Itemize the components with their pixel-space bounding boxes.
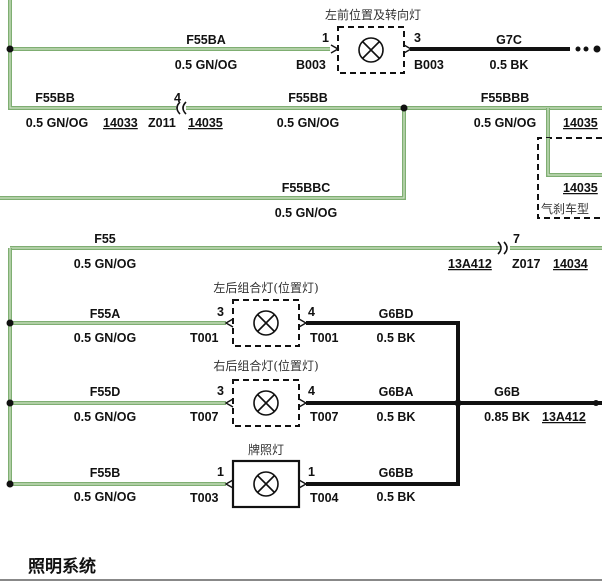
right-box-code: 14035 [563, 181, 598, 195]
wire-f55bb-left-code: 14033 [103, 116, 138, 130]
green-wires [0, 0, 602, 486]
wire-f55bbc-name: F55BBC [282, 181, 331, 195]
front-lamp-pin-out: 3 [414, 31, 421, 45]
labels: 左前位置及转向灯 1 3 B003 B003 F55BA 0.5 GN/OG G… [26, 7, 598, 577]
rear-left-lamp [224, 299, 308, 347]
front-lamp-pin-in: 1 [322, 31, 329, 45]
wire-f55bbb-code: 14035 [563, 116, 598, 130]
wire-g6bd-spec: 0.5 BK [377, 331, 416, 345]
wire-f55b-spec: 0.5 GN/OG [74, 490, 137, 504]
wire-f55bb-left-name: F55BB [35, 91, 75, 105]
right-box-label: 气刹车型 [541, 201, 589, 216]
front-lamp-conn-out: B003 [414, 58, 444, 72]
plate-lamp-pin-in: 1 [217, 465, 224, 479]
rear-left-lamp-conn-in: T001 [190, 331, 219, 345]
wire-f55a-spec: 0.5 GN/OG [74, 331, 137, 345]
rear-left-lamp-pin-in: 3 [217, 305, 224, 319]
rear-right-lamp-label: 右后组合灯(位置灯) [213, 358, 318, 373]
wire-g6ba-spec: 0.5 BK [377, 410, 416, 424]
rear-right-lamp-conn-in: T007 [190, 410, 219, 424]
junction-dots [6, 45, 599, 488]
wire-f55-code2: 14034 [553, 257, 588, 271]
wire-f55a-name: F55A [90, 307, 121, 321]
wire-f55bb-mid-code: 14035 [188, 116, 223, 130]
wire-f55bbb-name: F55BBB [481, 91, 530, 105]
connector-z011-label: Z011 [148, 116, 176, 130]
rear-right-lamp-conn-out: T007 [310, 410, 339, 424]
wire-g6bd-name: G6BD [379, 307, 414, 321]
wire-f55bb-left-spec: 0.5 GN/OG [26, 116, 89, 130]
wire-g7c-name: G7C [496, 33, 522, 47]
wire-f55d-name: F55D [90, 385, 121, 399]
plate-lamp-conn-in: T003 [190, 491, 219, 505]
wire-g6b-name: G6B [494, 385, 520, 399]
connector-z011-pin: 4 [174, 91, 181, 105]
wire-f55-spec: 0.5 GN/OG [74, 257, 137, 271]
wire-f55bb-mid-name: F55BB [288, 91, 328, 105]
plate-lamp-conn-out: T004 [310, 491, 339, 505]
wire-f55ba-spec: 0.5 GN/OG [175, 58, 238, 72]
page-title: 照明系统 [28, 556, 96, 577]
rear-right-lamp-pin-out: 4 [308, 384, 315, 398]
rear-right-lamp-pin-in: 3 [217, 384, 224, 398]
front-lamp [330, 26, 413, 74]
wire-g6bb-spec: 0.5 BK [377, 490, 416, 504]
rear-right-lamp [224, 379, 308, 427]
wire-f55-code: 13A412 [448, 257, 492, 271]
wire-g6bb-name: G6BB [379, 466, 414, 480]
rear-left-lamp-conn-out: T001 [310, 331, 339, 345]
rear-left-lamp-label: 左后组合灯(位置灯) [213, 280, 318, 295]
wire-f55b-name: F55B [90, 466, 121, 480]
front-lamp-label: 左前位置及转向灯 [325, 7, 421, 22]
wire-f55ba-name: F55BA [186, 33, 226, 47]
wire-f55bbb-spec: 0.5 GN/OG [474, 116, 537, 130]
connector-z017-label: Z017 [512, 257, 541, 271]
wire-f55bbc-spec: 0.5 GN/OG [275, 206, 338, 220]
right-variant-box [537, 137, 602, 219]
plate-lamp-label: 牌照灯 [248, 443, 284, 457]
front-lamp-conn-in: B003 [296, 58, 326, 72]
wire-g6b-code: 13A412 [542, 410, 586, 424]
wire-f55bb-mid-spec: 0.5 GN/OG [277, 116, 340, 130]
plate-lamp [224, 459, 308, 509]
connector-z017-pin: 7 [513, 232, 520, 246]
wire-g6b-spec: 0.85 BK [484, 410, 530, 424]
wire-g7c-spec: 0.5 BK [490, 58, 529, 72]
rear-left-lamp-pin-out: 4 [308, 305, 315, 319]
connector-z011 [176, 101, 187, 115]
wire-f55-name: F55 [94, 232, 116, 246]
wire-f55d-spec: 0.5 GN/OG [74, 410, 137, 424]
plate-lamp-pin-out: 1 [308, 465, 315, 479]
wire-g6ba-name: G6BA [379, 385, 414, 399]
connector-z017 [497, 241, 508, 255]
